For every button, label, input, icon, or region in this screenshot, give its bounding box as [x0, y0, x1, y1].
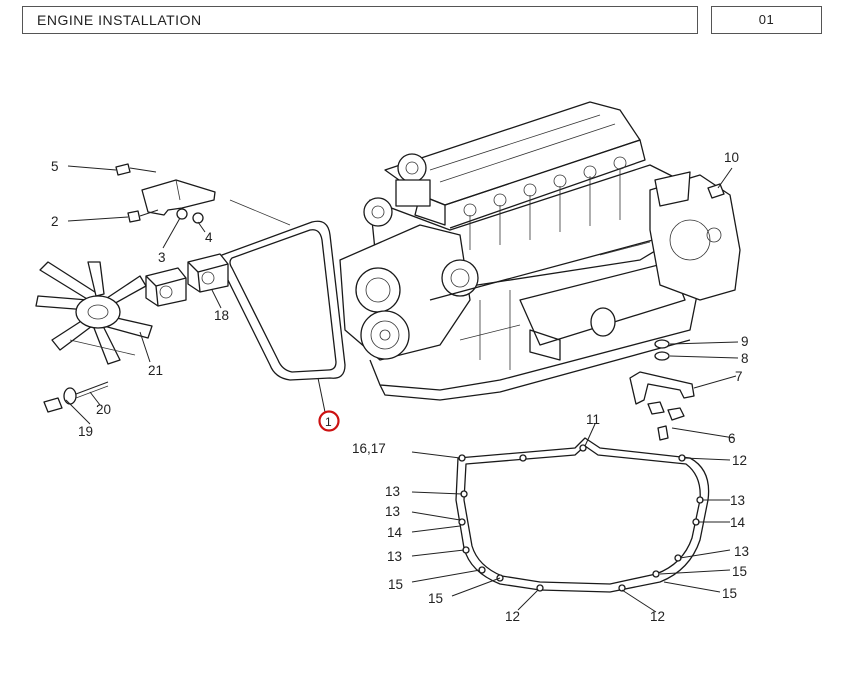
callout-4: 4 [205, 230, 213, 245]
callout-20: 20 [96, 402, 111, 417]
page-number-box: 01 [711, 6, 822, 34]
leader-lines [65, 165, 739, 613]
callout-5: 5 [51, 159, 59, 174]
callout-15-c: 15 [732, 564, 747, 579]
callout-19: 19 [78, 424, 93, 439]
callout-14-a: 14 [387, 525, 403, 540]
highlight-circle-1 [318, 410, 340, 432]
callout-2: 2 [51, 214, 59, 229]
page-title: ENGINE INSTALLATION [37, 12, 202, 28]
pulley-housings [145, 253, 229, 307]
callout-6: 6 [728, 431, 736, 446]
callout-12-bottom-right: 12 [650, 609, 665, 624]
callout-13-a: 13 [385, 484, 400, 499]
fan-belt [219, 220, 346, 381]
callout-11: 11 [586, 412, 600, 427]
fan-fasteners [43, 381, 109, 413]
callout-9: 9 [741, 334, 749, 349]
callout-13-e: 13 [734, 544, 749, 559]
callout-12-bottom-left: 12 [505, 609, 520, 624]
cooling-fan [35, 261, 153, 365]
page-number: 01 [758, 12, 775, 27]
callout-16-17: 16,17 [352, 441, 386, 456]
callout-13-b: 13 [385, 504, 400, 519]
callout-labels: 5 2 3 4 18 21 20 19 1 10 9 8 7 6 11 16,1… [51, 150, 749, 624]
callout-8: 8 [741, 351, 749, 366]
callout-15-a: 15 [388, 577, 403, 592]
callout-12-top: 12 [732, 453, 747, 468]
oil-pan-gasket [455, 437, 710, 593]
callout-15-b: 15 [428, 591, 443, 606]
callout-14-b: 14 [730, 515, 746, 530]
mount-bracket [629, 183, 725, 441]
callout-3: 3 [158, 250, 166, 265]
callout-13-c: 13 [387, 549, 402, 564]
callout-21: 21 [148, 363, 163, 378]
callout-15-d: 15 [722, 586, 737, 601]
callout-10: 10 [724, 150, 739, 165]
engine-block [339, 101, 741, 401]
title-box: ENGINE INSTALLATION [22, 6, 698, 34]
callout-13-d: 13 [730, 493, 745, 508]
callout-1: 1 [325, 415, 332, 429]
bracket-assembly [115, 163, 291, 226]
callout-18: 18 [214, 308, 229, 323]
callout-7: 7 [735, 369, 743, 384]
